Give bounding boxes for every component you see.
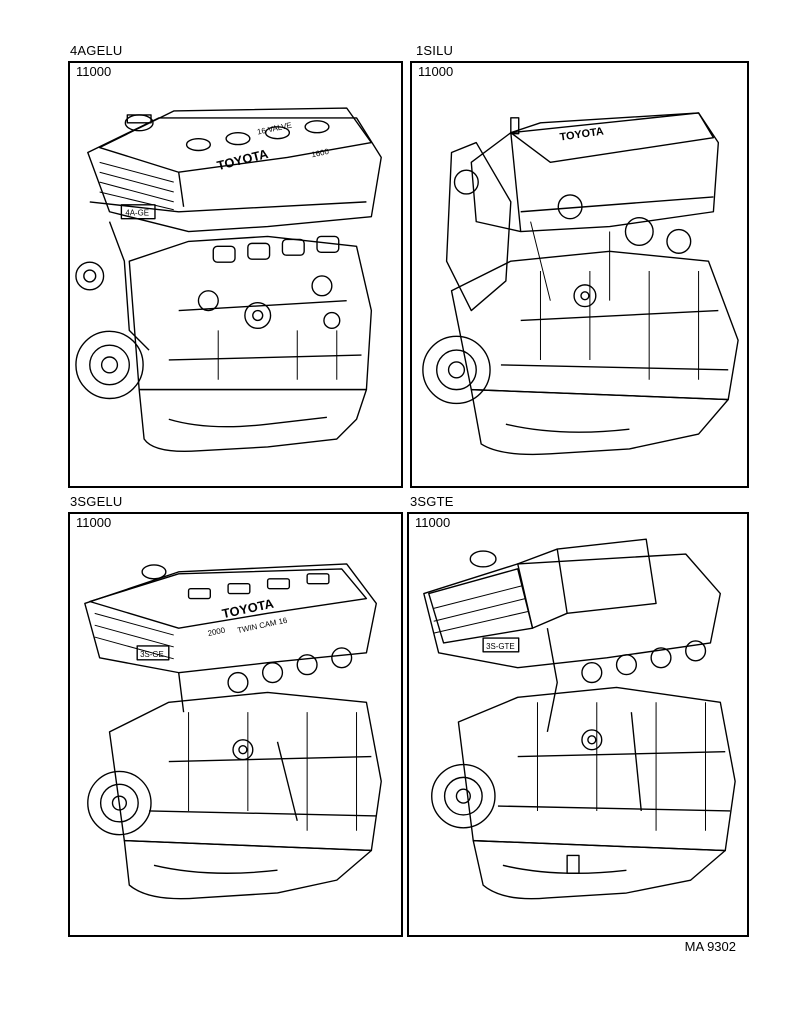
engine-panel-4agelu: 11000 bbox=[68, 61, 403, 488]
part-number: 11000 bbox=[418, 64, 454, 79]
cover-brand-text: TOYOTA bbox=[215, 146, 269, 173]
engine-drawing-icon: TOYOTA 16 VALVE 1600 4A-GE bbox=[70, 63, 401, 486]
cover-brand-text: TOYOTA bbox=[221, 596, 275, 622]
engine-badge-text: 3S-GE bbox=[140, 650, 164, 659]
cover-valve-text: 16 VALVE bbox=[256, 121, 292, 137]
cover-brand-text: TOYOTA bbox=[559, 126, 605, 144]
engine-drawing-icon: TOYOTA bbox=[412, 63, 747, 486]
engine-model-label: 4AGELU bbox=[70, 43, 123, 58]
engine-drawing-icon: 3S-GTE bbox=[409, 514, 747, 935]
cover-disp-text: 1600 bbox=[311, 147, 331, 160]
engine-badge-text: 4A-GE bbox=[125, 209, 149, 218]
engine-panel-3sgelu: 11000 TOYOTA TWIN CAM 16 2000 3S-GE bbox=[68, 512, 403, 937]
cover-cam-text: TWIN CAM 16 bbox=[237, 616, 289, 636]
reference-code: MA 9302 bbox=[684, 939, 736, 954]
engine-model-label: 3SGTE bbox=[410, 494, 454, 509]
engine-model-label: 3SGELU bbox=[70, 494, 123, 509]
engine-model-label: 1SILU bbox=[416, 43, 454, 58]
part-number: 11000 bbox=[76, 64, 112, 79]
engine-drawing-icon: TOYOTA TWIN CAM 16 2000 3S-GE bbox=[70, 514, 401, 935]
cover-disp-text: 2000 bbox=[207, 625, 227, 638]
part-number: 11000 bbox=[415, 515, 451, 530]
part-number: 11000 bbox=[76, 515, 112, 530]
engine-panel-3sgte: 11000 3S-GTE bbox=[407, 512, 749, 937]
engine-panel-1silu: 11000 TOYOTA bbox=[410, 61, 749, 488]
engine-badge-text: 3S-GTE bbox=[486, 642, 515, 651]
